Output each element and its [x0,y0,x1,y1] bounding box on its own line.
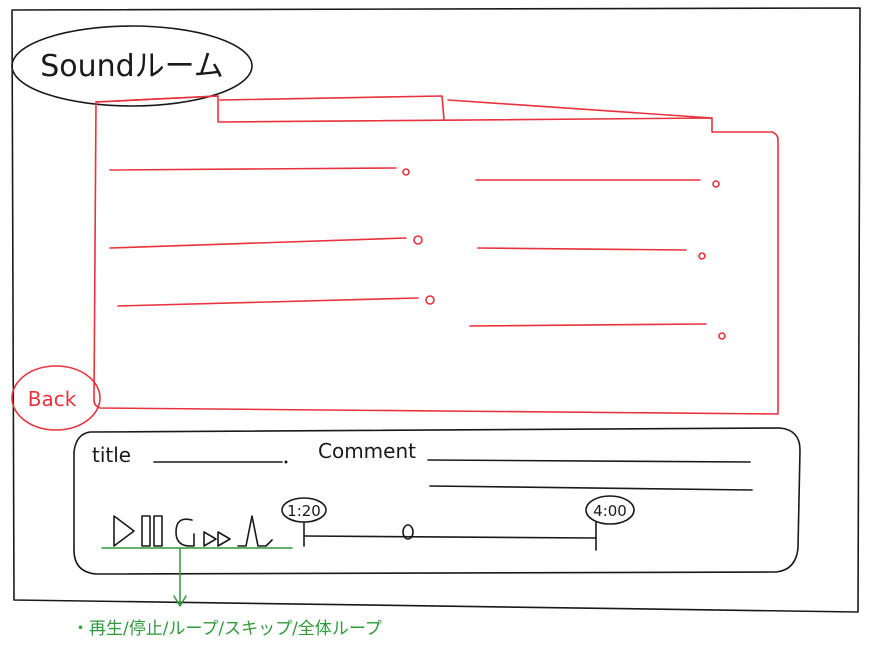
seek-handle[interactable] [402,524,414,540]
row-marker-icon [425,295,435,305]
row-marker-icon [402,168,410,176]
total-time: 4:00 [593,502,627,520]
screen-frame [11,7,861,613]
list-row[interactable] [117,295,435,307]
row-marker-icon [698,252,706,260]
pause-icon[interactable] [141,515,163,547]
list-panel [93,95,779,415]
total-time-badge: 4:00 [585,495,635,525]
list-row[interactable] [109,167,410,176]
row-marker-icon [413,235,423,245]
current-time-badge: 1:20 [281,497,327,523]
comment-label: Comment [318,439,416,463]
seek-bar[interactable] [303,521,597,551]
full-loop-icon[interactable] [237,515,273,547]
title-label: title [92,443,131,467]
skip-icon[interactable] [203,531,231,547]
list-row[interactable] [477,247,706,260]
play-icon[interactable] [113,515,135,547]
annotation-text: ・再生/停止/ループ/スキップ/全体ループ [72,619,382,639]
list-tab-2[interactable] [219,95,445,121]
player-panel [73,427,801,575]
list-tab-3[interactable] [447,99,713,119]
row-marker-icon [712,180,720,188]
player-controls [113,515,273,547]
loop-icon[interactable] [175,518,195,547]
comment-field[interactable] [427,459,753,491]
list-row[interactable] [109,235,423,249]
list-tab-1[interactable] [95,95,219,103]
list-row[interactable] [469,323,726,340]
title-field-dot [284,460,288,464]
current-time: 1:20 [287,502,321,520]
back-button-label: Back [28,387,77,411]
screen-title-ellipse [11,25,253,107]
back-button[interactable]: Back [11,365,101,431]
row-marker-icon [718,332,726,340]
annotation-arrow [173,547,187,607]
screen-title: Soundルーム [40,49,224,84]
list-row[interactable] [475,179,720,188]
